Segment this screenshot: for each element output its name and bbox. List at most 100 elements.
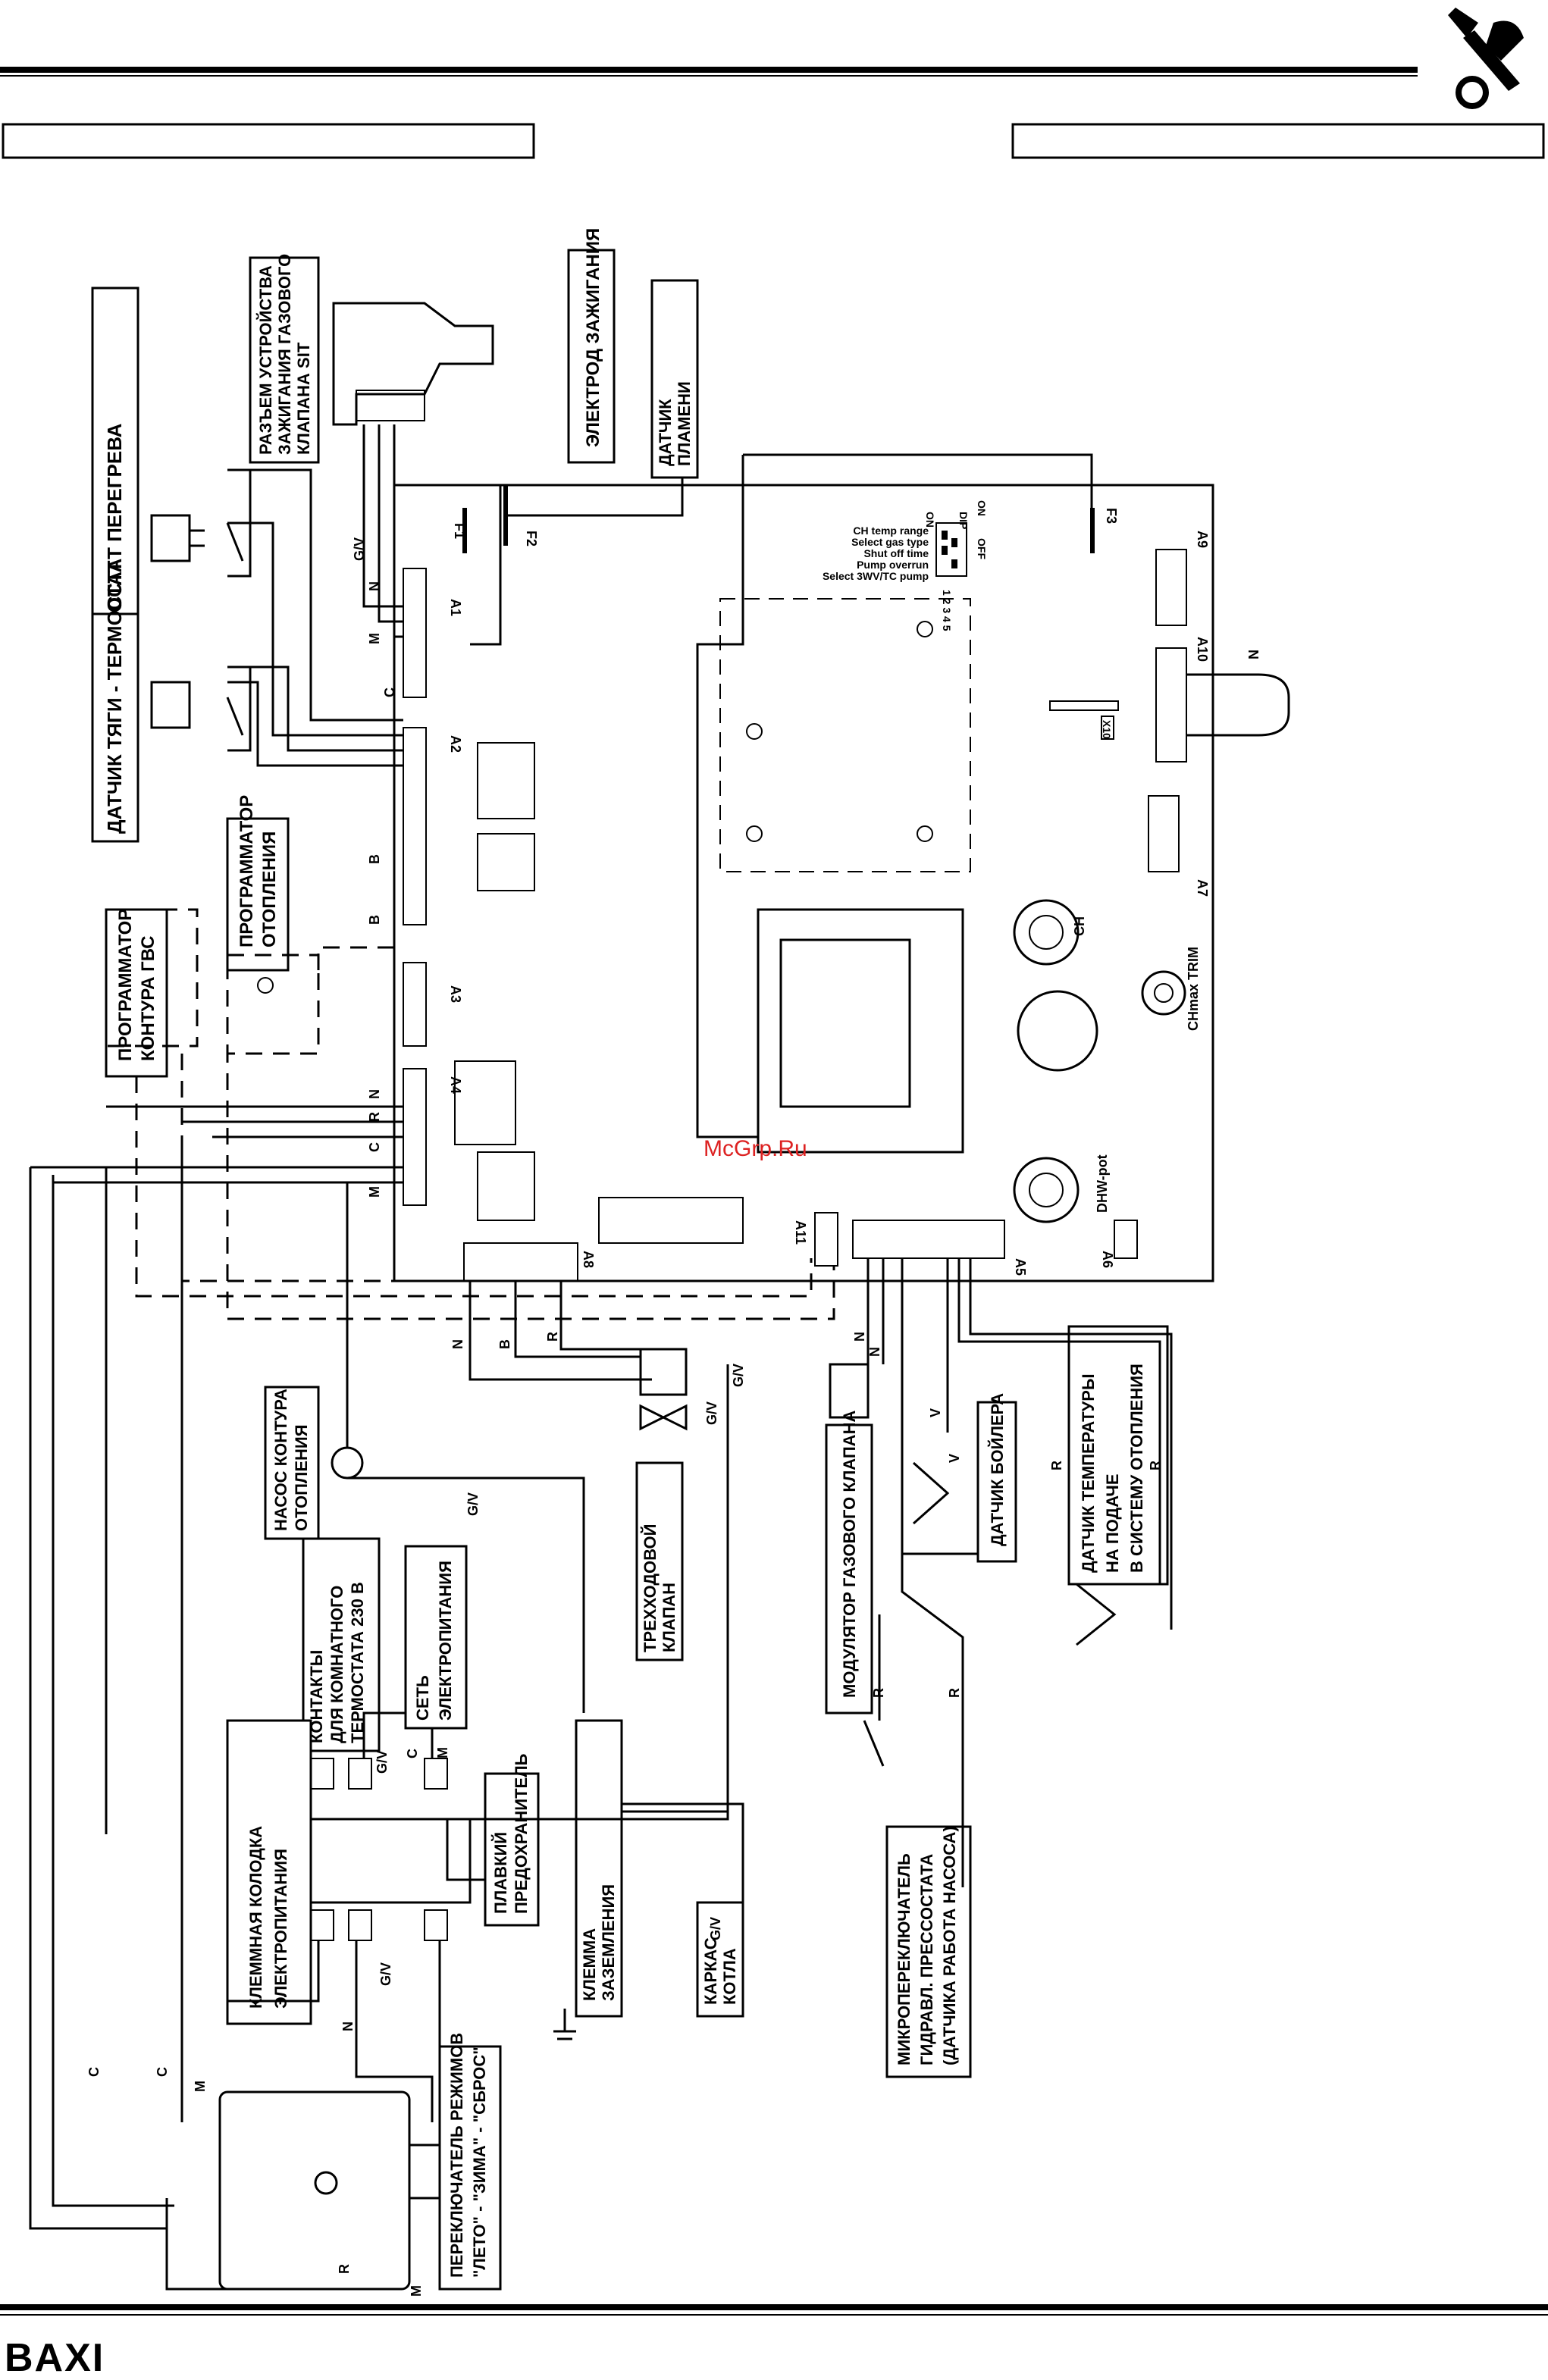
ch-pot[interactable]: CH — [1013, 899, 1087, 966]
svg-text:ТРЕХХОДОВОЙ: ТРЕХХОДОВОЙ — [641, 1524, 660, 1652]
svg-text:G/V: G/V — [708, 1917, 723, 1940]
chmax-trim-pot[interactable]: CHmax TRIM — [1141, 947, 1201, 1031]
svg-text:X10: X10 — [1101, 720, 1113, 739]
svg-text:ON: ON — [924, 512, 936, 528]
svg-text:CH temp range: CH temp range — [853, 525, 929, 537]
svg-text:A3: A3 — [448, 985, 463, 1003]
svg-text:N: N — [367, 1089, 382, 1099]
dhw-programmer: ПРОГРАММАТОР КОНТУРА ГВС — [105, 908, 199, 1078]
svg-text:ДАТЧИК БОЙЛЕРА: ДАТЧИК БОЙЛЕРА — [988, 1393, 1007, 1546]
connector-a9: A9 — [1155, 531, 1210, 626]
svg-text:C: C — [86, 2067, 102, 2077]
svg-text:N: N — [852, 1332, 867, 1342]
svg-text:ПРЕДОХРАНИТЕЛЬ: ПРЕДОХРАНИТЕЛЬ — [512, 1753, 531, 1914]
svg-text:ПРОГРАММАТОР: ПРОГРАММАТОР — [237, 795, 257, 947]
svg-text:"ЛЕТО" - "ЗИМА" - "СБРОС": "ЛЕТО" - "ЗИМА" - "СБРОС" — [470, 2046, 489, 2278]
svg-text:N: N — [1246, 650, 1261, 659]
connector-a7: A7 — [1148, 795, 1210, 897]
svg-text:OFF: OFF — [976, 538, 988, 559]
svg-text:НАСОС КОНТУРА: НАСОС КОНТУРА — [271, 1389, 290, 1531]
svg-text:R: R — [545, 1332, 560, 1342]
control-board: CH CHmax TRIM DHW-pot CH temp range Sele… — [393, 484, 1214, 1282]
svg-text:ЗАЗЕМЛЕНИЯ: ЗАЗЕМЛЕНИЯ — [599, 1884, 618, 2001]
svg-text:N: N — [340, 2021, 356, 2031]
room-thermostat-contacts: КОНТАКТЫ ДЛЯ КОМНАТНОГО ТЕРМОСТАТА 230 В — [302, 1537, 381, 1752]
svg-text:ЗАЖИГАНИЯ ГАЗОВОГО: ЗАЖИГАНИЯ ГАЗОВОГО — [275, 254, 294, 455]
svg-text:G/V: G/V — [465, 1492, 481, 1516]
svg-text:ОТОПЛЕНИЯ: ОТОПЛЕНИЯ — [259, 831, 280, 947]
svg-text:N: N — [450, 1339, 465, 1349]
heating-programmer: ПРОГРАММАТОР ОТОПЛЕНИЯ — [226, 795, 320, 1055]
svg-text:A4: A4 — [448, 1076, 463, 1094]
pump-icon — [331, 1446, 364, 1480]
svg-text:B: B — [497, 1339, 512, 1349]
svg-text:C: C — [367, 1142, 382, 1152]
svg-text:КЛЕММА: КЛЕММА — [580, 1928, 599, 2001]
svg-text:A7: A7 — [1195, 879, 1210, 897]
gas-modulator: МОДУЛЯТОР ГАЗОВОГО КЛАПАНА — [825, 1363, 873, 1715]
flame-sensor: ДАТЧИК ПЛАМЕНИ — [650, 279, 699, 479]
svg-text:M: M — [435, 1747, 450, 1758]
svg-text:N: N — [367, 581, 382, 591]
svg-text:A9: A9 — [1195, 531, 1210, 548]
svg-text:CHmax TRIM: CHmax TRIM — [1186, 947, 1201, 1031]
svg-text:КОТЛА: КОТЛА — [720, 1948, 739, 2005]
sit-connector: РАЗЪЕМ УСТРОЙСТВА ЗАЖИГАНИЯ ГАЗОВОГО КЛА… — [249, 254, 494, 464]
svg-text:КАРКАС: КАРКАС — [701, 1937, 720, 2005]
tools-icon — [1448, 8, 1524, 109]
svg-text:ЭЛЕКТРОПИТАНИЯ: ЭЛЕКТРОПИТАНИЯ — [436, 1561, 455, 1721]
mode-switch: ПЕРЕКЛЮЧАТЕЛЬ РЕЖИМОВ "ЛЕТО" - "ЗИМА" - … — [218, 2033, 502, 2291]
svg-text:ПРОГРАММАТОР: ПРОГРАММАТОР — [115, 909, 136, 1061]
svg-text:ON: ON — [976, 500, 988, 516]
svg-text:R: R — [1148, 1461, 1163, 1470]
svg-text:A1: A1 — [448, 599, 463, 616]
dip-switch[interactable]: CH temp range Select gas type Shut off t… — [823, 500, 988, 631]
svg-text:M: M — [409, 2285, 424, 2297]
connector-a11: A11 — [793, 1212, 838, 1267]
fuse-component: ПЛАВКИЙ ПРЕДОХРАНИТЕЛЬ — [446, 1753, 540, 1927]
svg-text:Select gas type: Select gas type — [851, 536, 929, 548]
svg-text:F3: F3 — [1104, 508, 1119, 524]
ground-icon — [553, 2009, 576, 2040]
svg-text:V: V — [947, 1454, 962, 1463]
svg-text:ГИДРАВЛ. ПРЕССОСТАТА: ГИДРАВЛ. ПРЕССОСТАТА — [917, 1854, 936, 2065]
svg-text:DHW-pot: DHW-pot — [1095, 1154, 1110, 1213]
connector-a8: A8 — [463, 1242, 596, 1282]
svg-text:A8: A8 — [581, 1251, 596, 1268]
svg-text:A2: A2 — [448, 735, 463, 753]
x10-jumper — [1101, 716, 1114, 740]
svg-text:НА ПОДАЧЕ: НА ПОДАЧЕ — [1103, 1473, 1122, 1573]
svg-text:C: C — [155, 2067, 170, 2077]
three-way-valve: ТРЕХХОДОВОЙ КЛАПАН — [635, 1348, 688, 1661]
ground-terminal: КЛЕММА ЗАЗЕМЛЕНИЯ — [553, 1719, 623, 2040]
svg-text:РАЗЪЕМ УСТРОЙСТВА: РАЗЪЕМ УСТРОЙСТВА — [256, 265, 275, 455]
svg-text:СЕТЬ: СЕТЬ — [413, 1675, 432, 1721]
svg-text:B: B — [367, 854, 382, 864]
svg-text:R: R — [947, 1688, 962, 1698]
svg-text:КЛАПАНА SIT: КЛАПАНА SIT — [294, 342, 313, 455]
boiler-sensor: ДАТЧИК БОЙЛЕРА — [913, 1393, 1017, 1563]
connector-a10: A10 — [1155, 637, 1210, 763]
watermark: McGrp.Ru — [703, 1136, 807, 1161]
dhw-pot[interactable]: DHW-pot — [1013, 1154, 1110, 1223]
svg-text:ДЛЯ КОМНАТНОГО: ДЛЯ КОМНАТНОГО — [327, 1586, 346, 1743]
boiler-frame: КАРКАС КОТЛА — [696, 1901, 744, 2018]
svg-text:МОДУЛЯТОР ГАЗОВОГО КЛАПАНА: МОДУЛЯТОР ГАЗОВОГО КЛАПАНА — [840, 1411, 859, 1698]
svg-text:ДАТЧИК: ДАТЧИК — [656, 399, 675, 466]
svg-text:ПЕРЕКЛЮЧАТЕЛЬ РЕЖИМОВ: ПЕРЕКЛЮЧАТЕЛЬ РЕЖИМОВ — [447, 2033, 466, 2278]
svg-text:КЛЕММНАЯ КОЛОДКА: КЛЕММНАЯ КОЛОДКА — [246, 1826, 265, 2009]
fuse-f3: F3 — [1090, 508, 1119, 553]
connector-a1: A1 — [403, 568, 463, 698]
heating-pump: НАСОС КОНТУРА ОТОПЛЕНИЯ — [264, 1386, 364, 1540]
svg-text:(ДАТЧИКА РАБОТА НАСОСА): (ДАТЧИКА РАБОТА НАСОСА) — [940, 1826, 959, 2065]
footer: BAXI — [0, 2304, 1548, 2380]
svg-text:Select 3WV/TC pump: Select 3WV/TC pump — [823, 570, 929, 582]
header — [0, 8, 1545, 159]
header-left-box — [2, 123, 535, 159]
flow-temp-sensor: ДАТЧИК ТЕМПЕРАТУРЫ НА ПОДАЧЕ В СИСТЕМУ О… — [1067, 1325, 1169, 1646]
brand-logo: BAXI — [5, 2336, 105, 2380]
svg-text:C: C — [382, 687, 397, 697]
svg-text:M: M — [193, 2081, 208, 2092]
buzzer-icon — [1017, 990, 1098, 1072]
